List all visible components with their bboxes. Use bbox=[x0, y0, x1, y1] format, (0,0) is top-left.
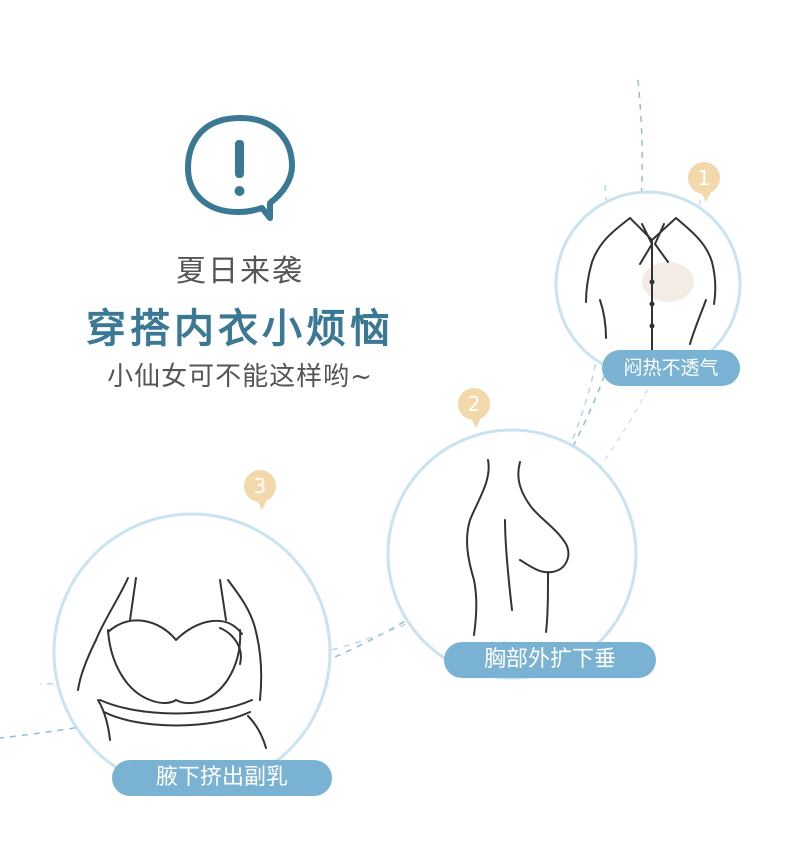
problem-label-2: 胸部外扩下垂 bbox=[444, 642, 656, 678]
number-badge-1: 1 bbox=[688, 162, 720, 202]
number-badge-3: 3 bbox=[244, 470, 276, 510]
number-badge-2: 2 bbox=[458, 388, 490, 428]
exclamation-speech-bubble-icon bbox=[185, 115, 295, 221]
sagging-chest-illustration bbox=[466, 459, 570, 636]
problem-label-3: 腋下挤出副乳 bbox=[112, 760, 332, 796]
headline-summer: 夏日来袭 bbox=[176, 254, 304, 289]
illustration-circle-2 bbox=[386, 428, 638, 680]
illustration-circle-3 bbox=[52, 512, 332, 792]
headline-subtitle: 小仙女可不能这样哟~ bbox=[107, 362, 373, 392]
shirt-sweat-illustration bbox=[585, 217, 717, 351]
bra-underarm-illustration bbox=[77, 577, 267, 749]
headline-troubles: 穿搭内衣小烦恼 bbox=[86, 306, 394, 352]
problem-label-1: 闷热不透气 bbox=[602, 350, 740, 386]
